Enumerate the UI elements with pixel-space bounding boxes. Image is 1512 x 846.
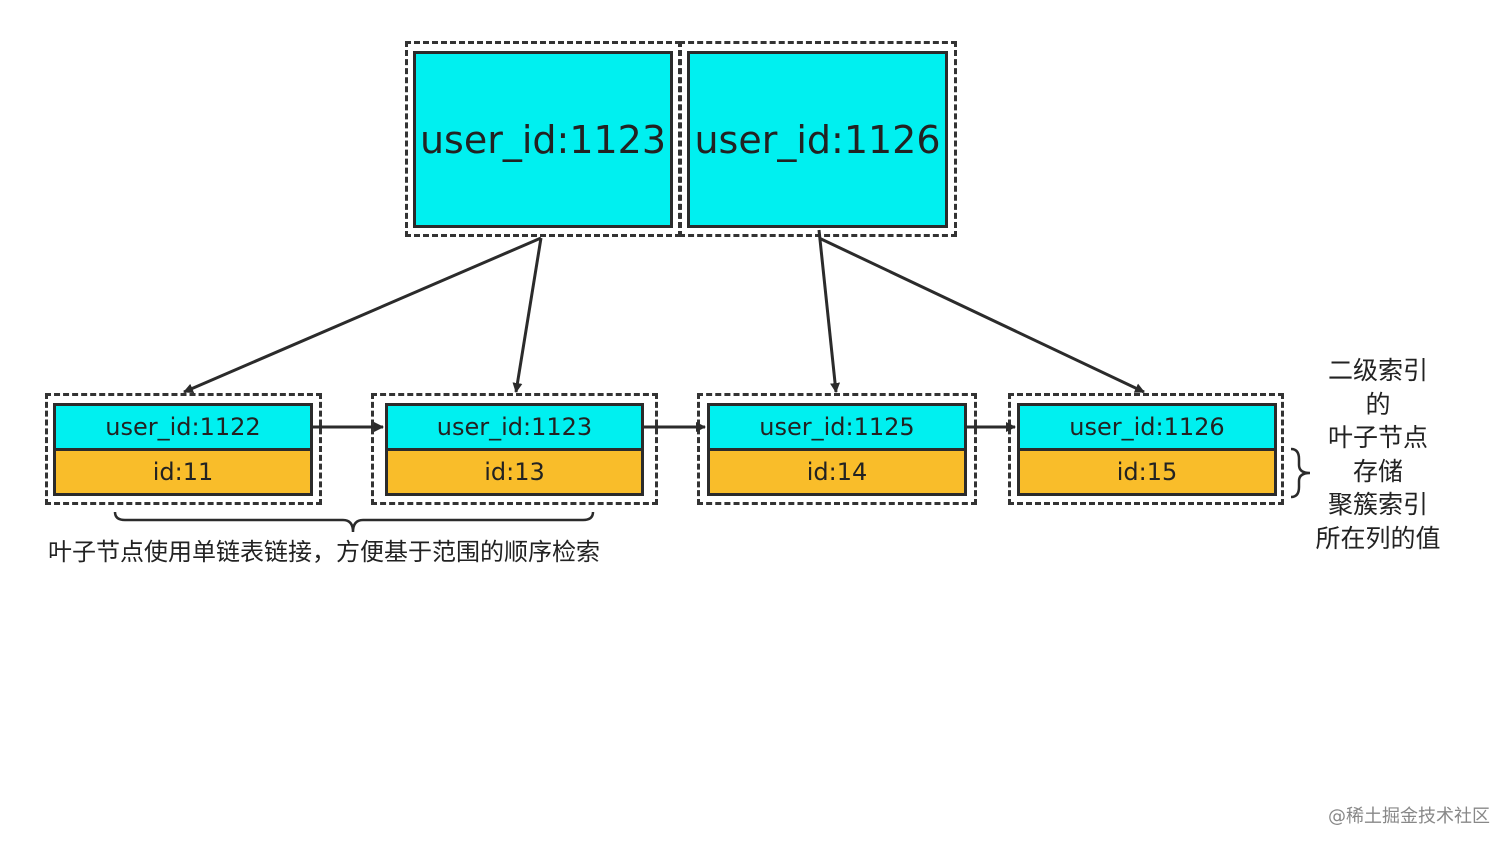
root-key-1126: user_id:1126: [687, 51, 948, 228]
leaf-value-1: id:11: [53, 448, 313, 496]
leaf-key-4: user_id:1126: [1017, 403, 1277, 451]
root-key-1123: user_id:1123: [413, 51, 673, 228]
edge-root1126-to-leaf3: [817, 229, 841, 393]
leaf-storage-note-line-2: 的: [1365, 389, 1391, 419]
edge-root1123-to-leaf1: [183, 236, 542, 394]
linked-list-note: 叶子节点使用单链表链接，方便基于范围的顺序检索: [48, 538, 600, 566]
leaf-storage-brace: [1290, 447, 1311, 499]
leaf-storage-note-line-3: 叶子节点: [1327, 423, 1428, 452]
leaf-storage-note-line-6: 所在列的值: [1315, 523, 1441, 553]
edge-root1123-to-leaf2: [512, 237, 543, 393]
watermark: @稀土掘金技术社区: [1328, 806, 1490, 827]
leaf-key-2: user_id:1123: [385, 403, 644, 451]
leaf-key-1: user_id:1122: [53, 403, 313, 451]
leaf-key-3: user_id:1125: [707, 403, 967, 451]
linked-list-brace: [113, 511, 595, 533]
leaf-storage-note: 二级索引 的 叶子节点 存储 聚簇索引 所在列的值: [1296, 354, 1460, 555]
root-group-right: [679, 41, 957, 237]
leaf-group-3: [697, 393, 977, 505]
leaf-group-4: [1008, 393, 1284, 505]
tree-edges: [183, 229, 1145, 394]
leaf-group-1: [45, 393, 322, 505]
leaf-storage-note-line-1: 二级索引: [1327, 356, 1428, 385]
leaf-value-3: id:14: [707, 448, 967, 496]
edge-root1126-to-leaf4: [818, 236, 1145, 394]
leaf-value-2: id:13: [385, 448, 644, 496]
leaf-storage-note-line-4: 存储: [1352, 456, 1403, 486]
leaf-group-2: [371, 393, 658, 505]
leaf-value-4: id:15: [1017, 448, 1277, 496]
leaf-storage-note-line-5: 聚簇索引: [1327, 490, 1428, 519]
